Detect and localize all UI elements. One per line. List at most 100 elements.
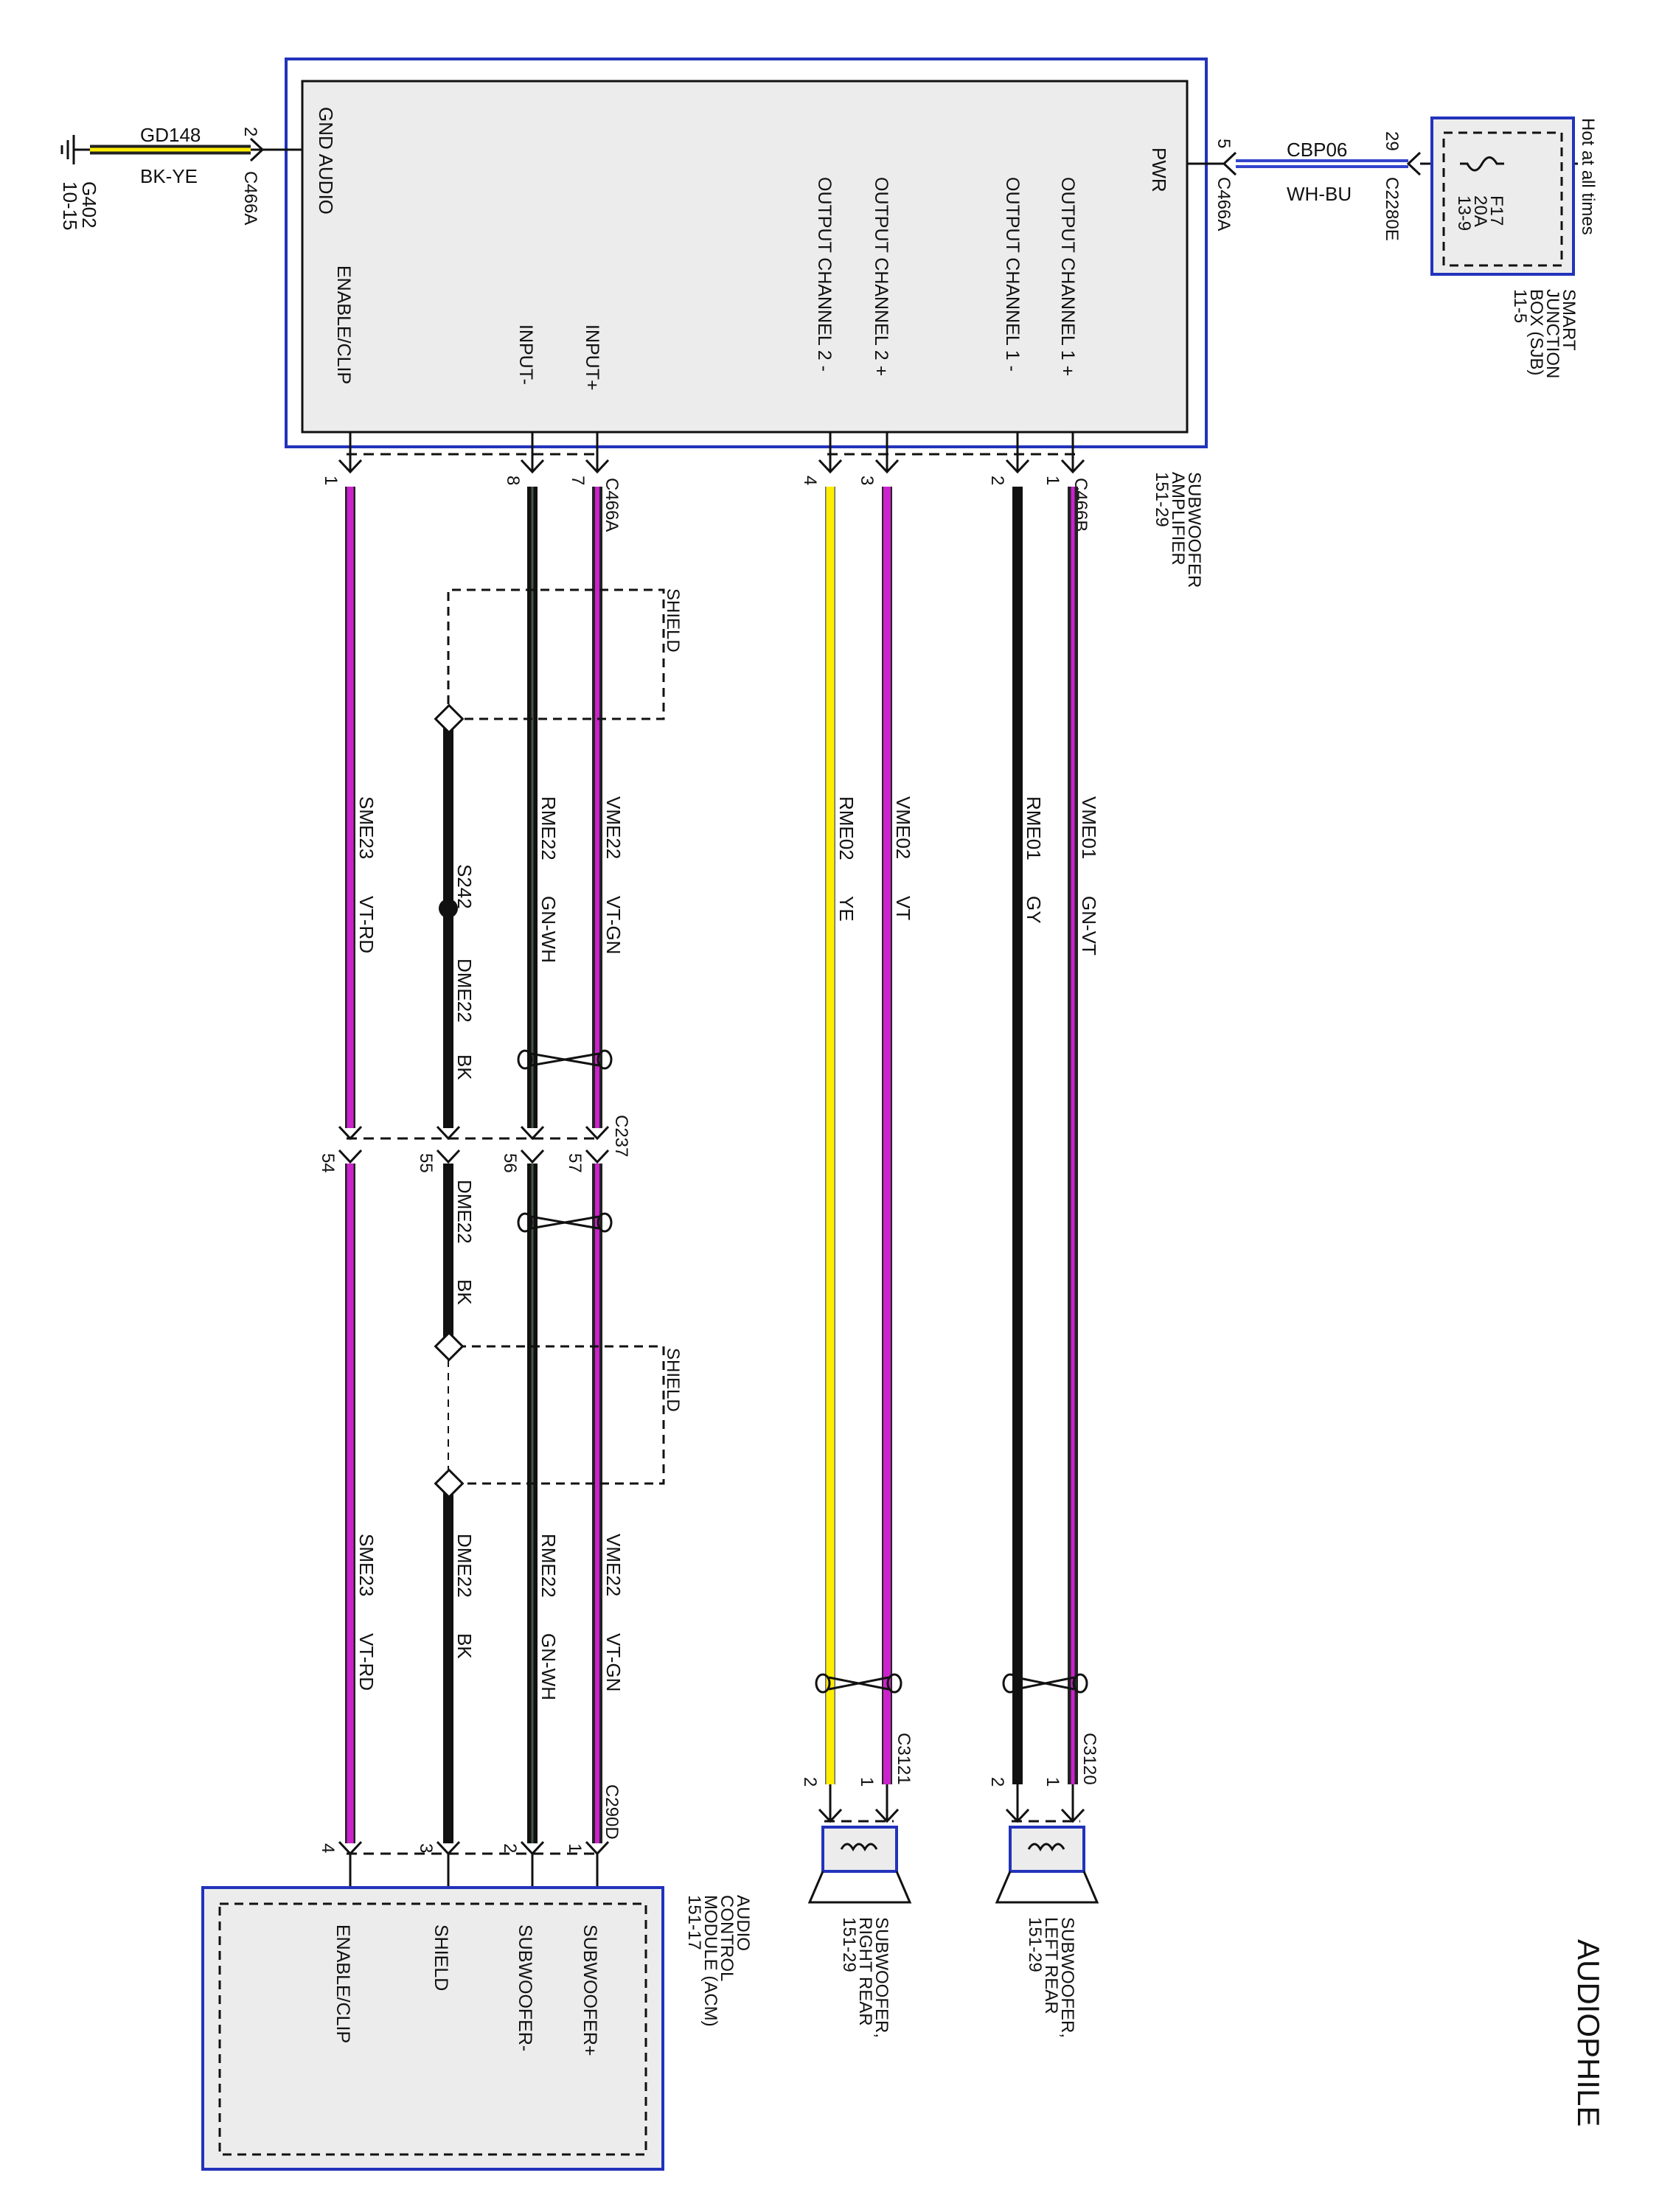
inp-acm-pin: 1 xyxy=(565,1843,585,1853)
acm-pin-sub-plus: SUBWOOFER+ xyxy=(580,1924,600,2056)
c3121-label: C3121 xyxy=(894,1733,914,1785)
enable-wire-color-2: VT-RD xyxy=(355,1633,378,1691)
shield-wire-code-1: DME22 xyxy=(453,959,476,1023)
fuse-rating: 20A xyxy=(1470,195,1490,227)
enable-wire-code-1: SME23 xyxy=(355,796,378,859)
inn-c237-pin: 56 xyxy=(500,1153,520,1173)
amp-gnd-audio-label: GND AUDIO xyxy=(315,107,337,215)
amp-pin-out2p: OUTPUT CHANNEL 2 + xyxy=(871,177,891,376)
left-spk-pin-2: 2 xyxy=(987,1777,1007,1787)
power-wire-code: CBP06 xyxy=(1287,139,1347,161)
enable-wire-code-2: SME23 xyxy=(355,1534,378,1596)
inn-wire-color-2: GN-WH xyxy=(538,1633,560,1700)
sjb-name-1: SMART xyxy=(1559,289,1579,351)
twisted-pair-right xyxy=(815,1673,902,1694)
inn-wire-code-1: RME22 xyxy=(538,796,560,860)
acm-pin-sub-minus: SUBWOOFER- xyxy=(515,1924,535,2051)
out1n-wire-color: GY xyxy=(1023,896,1045,924)
out1n-amp-pin: 2 xyxy=(987,476,1007,485)
audio-control-module: SUBWOOFER+ SUBWOOFER- SHIELD ENABLE/CLIP… xyxy=(201,1886,753,2171)
connector-c466a-label: C466A xyxy=(602,478,622,532)
right-spk-name-3: 151-29 xyxy=(839,1917,859,1972)
shield-acm-pin: 3 xyxy=(416,1843,436,1853)
hot-at-all-times: Hot at all times xyxy=(1578,118,1598,235)
out2n-wire-code: RME02 xyxy=(835,796,858,860)
input-wires: 7 8 1 C237 57 56 55 54 xyxy=(318,432,683,1888)
fuse-ref: 13-9 xyxy=(1454,195,1474,231)
out2p-wire-code: VME02 xyxy=(892,796,914,859)
amp-pin-input-plus: INPUT+ xyxy=(582,324,602,391)
inn-wire-code-2: RME22 xyxy=(538,1534,560,1598)
power-amp-pin: 5 xyxy=(1214,139,1234,148)
out2p-amp-pin: 3 xyxy=(857,476,877,485)
page-title: AUDIOPHILE xyxy=(1571,1939,1606,2126)
ground-id: G402 xyxy=(78,181,100,229)
right-spk-name-1: SUBWOOFER, xyxy=(872,1917,891,2038)
enable-acm-pin: 4 xyxy=(318,1843,338,1853)
ground-page: 10-15 xyxy=(59,181,81,231)
amp-name-3: 151-29 xyxy=(1152,472,1172,527)
speaker-wires: 1 VME01 GN-VT 2 RME01 GY 3 VME02 VT 4 RM… xyxy=(800,432,1100,1785)
acm-name-3: MODULE (ACM) xyxy=(700,1895,720,2027)
out2n-amp-pin: 4 xyxy=(800,476,820,485)
amp-pwr-label: PWR xyxy=(1148,147,1170,192)
power-amp-connector: C466A xyxy=(1214,177,1234,231)
subwoofer-amplifier: GND AUDIO PWR OUTPUT CHANNEL 1 + OUTPUT … xyxy=(285,58,1208,588)
amp-pin-input-minus: INPUT- xyxy=(515,324,536,385)
acm-name-1: AUDIO xyxy=(733,1895,753,1951)
sjb-name-4: 11-5 xyxy=(1510,289,1530,323)
speaker-coil-icon xyxy=(1027,1843,1065,1852)
ground-wire-code: GD148 xyxy=(140,124,201,146)
shield-label-2: SHIELD xyxy=(663,1348,683,1412)
ground-pin: 2 xyxy=(240,127,260,136)
inp-wire-code-2: VME22 xyxy=(602,1534,625,1596)
enable-wire-color-1: VT-RD xyxy=(355,896,378,953)
shield-wire-color-2: BK xyxy=(453,1279,476,1305)
out1p-amp-pin: 1 xyxy=(1043,476,1062,485)
power-sjb-connector: C2280E xyxy=(1382,177,1402,241)
c237-label: C237 xyxy=(611,1115,631,1157)
splice-s242-label: S242 xyxy=(453,864,476,909)
power-wire-color: WH-BU xyxy=(1287,183,1352,205)
shield-wire-code-3: DME22 xyxy=(453,1534,476,1598)
sjb-name-3: BOX (SJB) xyxy=(1526,289,1546,375)
shield-label-1: SHIELD xyxy=(663,588,683,653)
acm-pin-shield: SHIELD xyxy=(431,1924,451,1991)
twisted-pair-input-1 xyxy=(517,1049,613,1070)
inn-acm-pin: 2 xyxy=(500,1843,520,1853)
inp-wire-color-1: VT-GN xyxy=(602,896,625,954)
inn-wire-color-1: GN-WH xyxy=(538,896,560,963)
enable-amp-pin: 1 xyxy=(321,476,341,485)
c3120-label: C3120 xyxy=(1079,1733,1099,1785)
c290d-label: C290D xyxy=(602,1784,622,1840)
out1p-wire-code: VME01 xyxy=(1078,796,1100,859)
out1n-wire-code: RME01 xyxy=(1023,796,1045,860)
left-spk-pin-1: 1 xyxy=(1043,1777,1062,1787)
sjb-name-2: JUNCTION xyxy=(1543,289,1562,378)
right-spk-pin-2: 2 xyxy=(800,1777,820,1787)
amp-pin-enable-clip: ENABLE/CLIP xyxy=(333,265,354,384)
inp-c237-pin: 57 xyxy=(565,1153,585,1173)
amp-pin-out1p: OUTPUT CHANNEL 1 + xyxy=(1057,177,1078,376)
acm-name-4: 151-17 xyxy=(684,1895,704,1950)
ground-circuit: GD148 BK-YE 2 C466A G402 10-15 xyxy=(59,124,302,231)
twisted-pair-input-2 xyxy=(517,1212,613,1233)
out2n-wire-color: YE xyxy=(835,896,858,922)
inn-amp-pin: 8 xyxy=(503,476,523,485)
splice-s242 xyxy=(439,899,458,918)
twisted-pair-left xyxy=(1002,1673,1088,1694)
inp-wire-color-2: VT-GN xyxy=(602,1633,625,1691)
amp-pin-out1n: OUTPUT CHANNEL 1 - xyxy=(1002,177,1023,372)
left-spk-name-2: LEFT REAR xyxy=(1041,1917,1061,2014)
inp-amp-pin: 7 xyxy=(568,476,588,485)
fuse-id: F17 xyxy=(1486,195,1506,226)
shield-c237-pin: 55 xyxy=(416,1153,436,1173)
acm-pin-enable-clip: ENABLE/CLIP xyxy=(333,1924,353,2043)
amp-name-2: AMPLIFIER xyxy=(1168,472,1188,566)
enable-c237-pin: 54 xyxy=(318,1153,338,1173)
left-spk-name-3: 151-29 xyxy=(1025,1917,1045,1972)
ground-wire-color: BK-YE xyxy=(140,165,198,187)
amp-name-1: SUBWOOFER xyxy=(1184,472,1204,588)
right-spk-name-2: RIGHT REAR xyxy=(855,1917,875,2026)
